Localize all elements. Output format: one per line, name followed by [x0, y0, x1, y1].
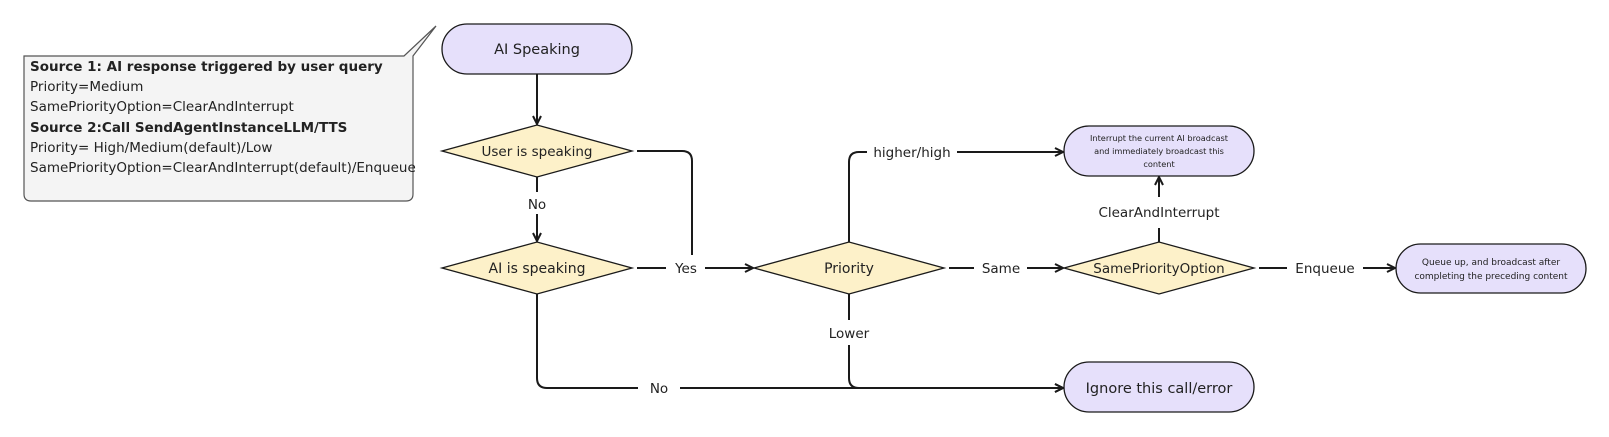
queue-label-line2: completing the preceding content — [1414, 272, 1568, 282]
interrupt-label-line3: content — [1143, 159, 1175, 169]
priority-decision — [751, 241, 947, 295]
interrupt-label-line2: and immediately broadcast this — [1094, 146, 1224, 156]
edge-label-no-ai: No — [650, 381, 668, 397]
ignore-label: Ignore this call/error — [1086, 381, 1233, 397]
ai-speaking-start-label: AI Speaking — [494, 42, 580, 58]
edge-priority-lower — [848, 345, 1063, 388]
edge-label-higher: higher/high — [873, 145, 950, 161]
edge-label-clear-and-interrupt: ClearAndInterrupt — [1098, 205, 1219, 221]
source2-priority: Priority= High/Medium(default)/Low — [30, 139, 273, 156]
priority-label: Priority — [824, 261, 874, 277]
edge-priority-higher — [848, 151, 867, 242]
source2-title: Source 2:Call SendAgentInstanceLLM/TTS — [30, 119, 348, 136]
source1-option: SamePriorityOption=ClearAndInterrupt — [30, 99, 294, 116]
same-priority-option-decision — [1061, 241, 1257, 295]
queue-node — [1395, 243, 1587, 294]
edge-label-no-user: No — [528, 197, 546, 213]
edge-label-enqueue: Enqueue — [1295, 261, 1354, 277]
edge-ai-no — [536, 294, 638, 389]
user-is-speaking-decision — [439, 124, 635, 178]
ignore-node — [1063, 361, 1255, 413]
ai-is-speaking-label: AI is speaking — [489, 261, 586, 277]
edge-label-yes: Yes — [674, 261, 697, 277]
same-priority-option-label: SamePriorityOption — [1093, 261, 1224, 277]
queue-label-line1: Queue up, and broadcast after — [1422, 258, 1560, 268]
user-is-speaking-label: User is speaking — [481, 144, 592, 160]
ai-is-speaking-decision — [439, 241, 635, 295]
source-callout — [23, 25, 437, 202]
source-callout-text: Source 1: AI response triggered by user … — [30, 57, 416, 178]
source2-option: SamePriorityOption=ClearAndInterrupt(def… — [30, 160, 416, 177]
source1-priority: Priority=Medium — [30, 79, 144, 96]
source1-title: Source 1: AI response triggered by user … — [30, 59, 383, 75]
edge-label-lower: Lower — [829, 326, 870, 342]
edge-label-same: Same — [982, 261, 1020, 277]
edge-user-yes — [637, 150, 693, 255]
interrupt-label-line1: Interrupt the current AI broadcast — [1090, 133, 1229, 143]
